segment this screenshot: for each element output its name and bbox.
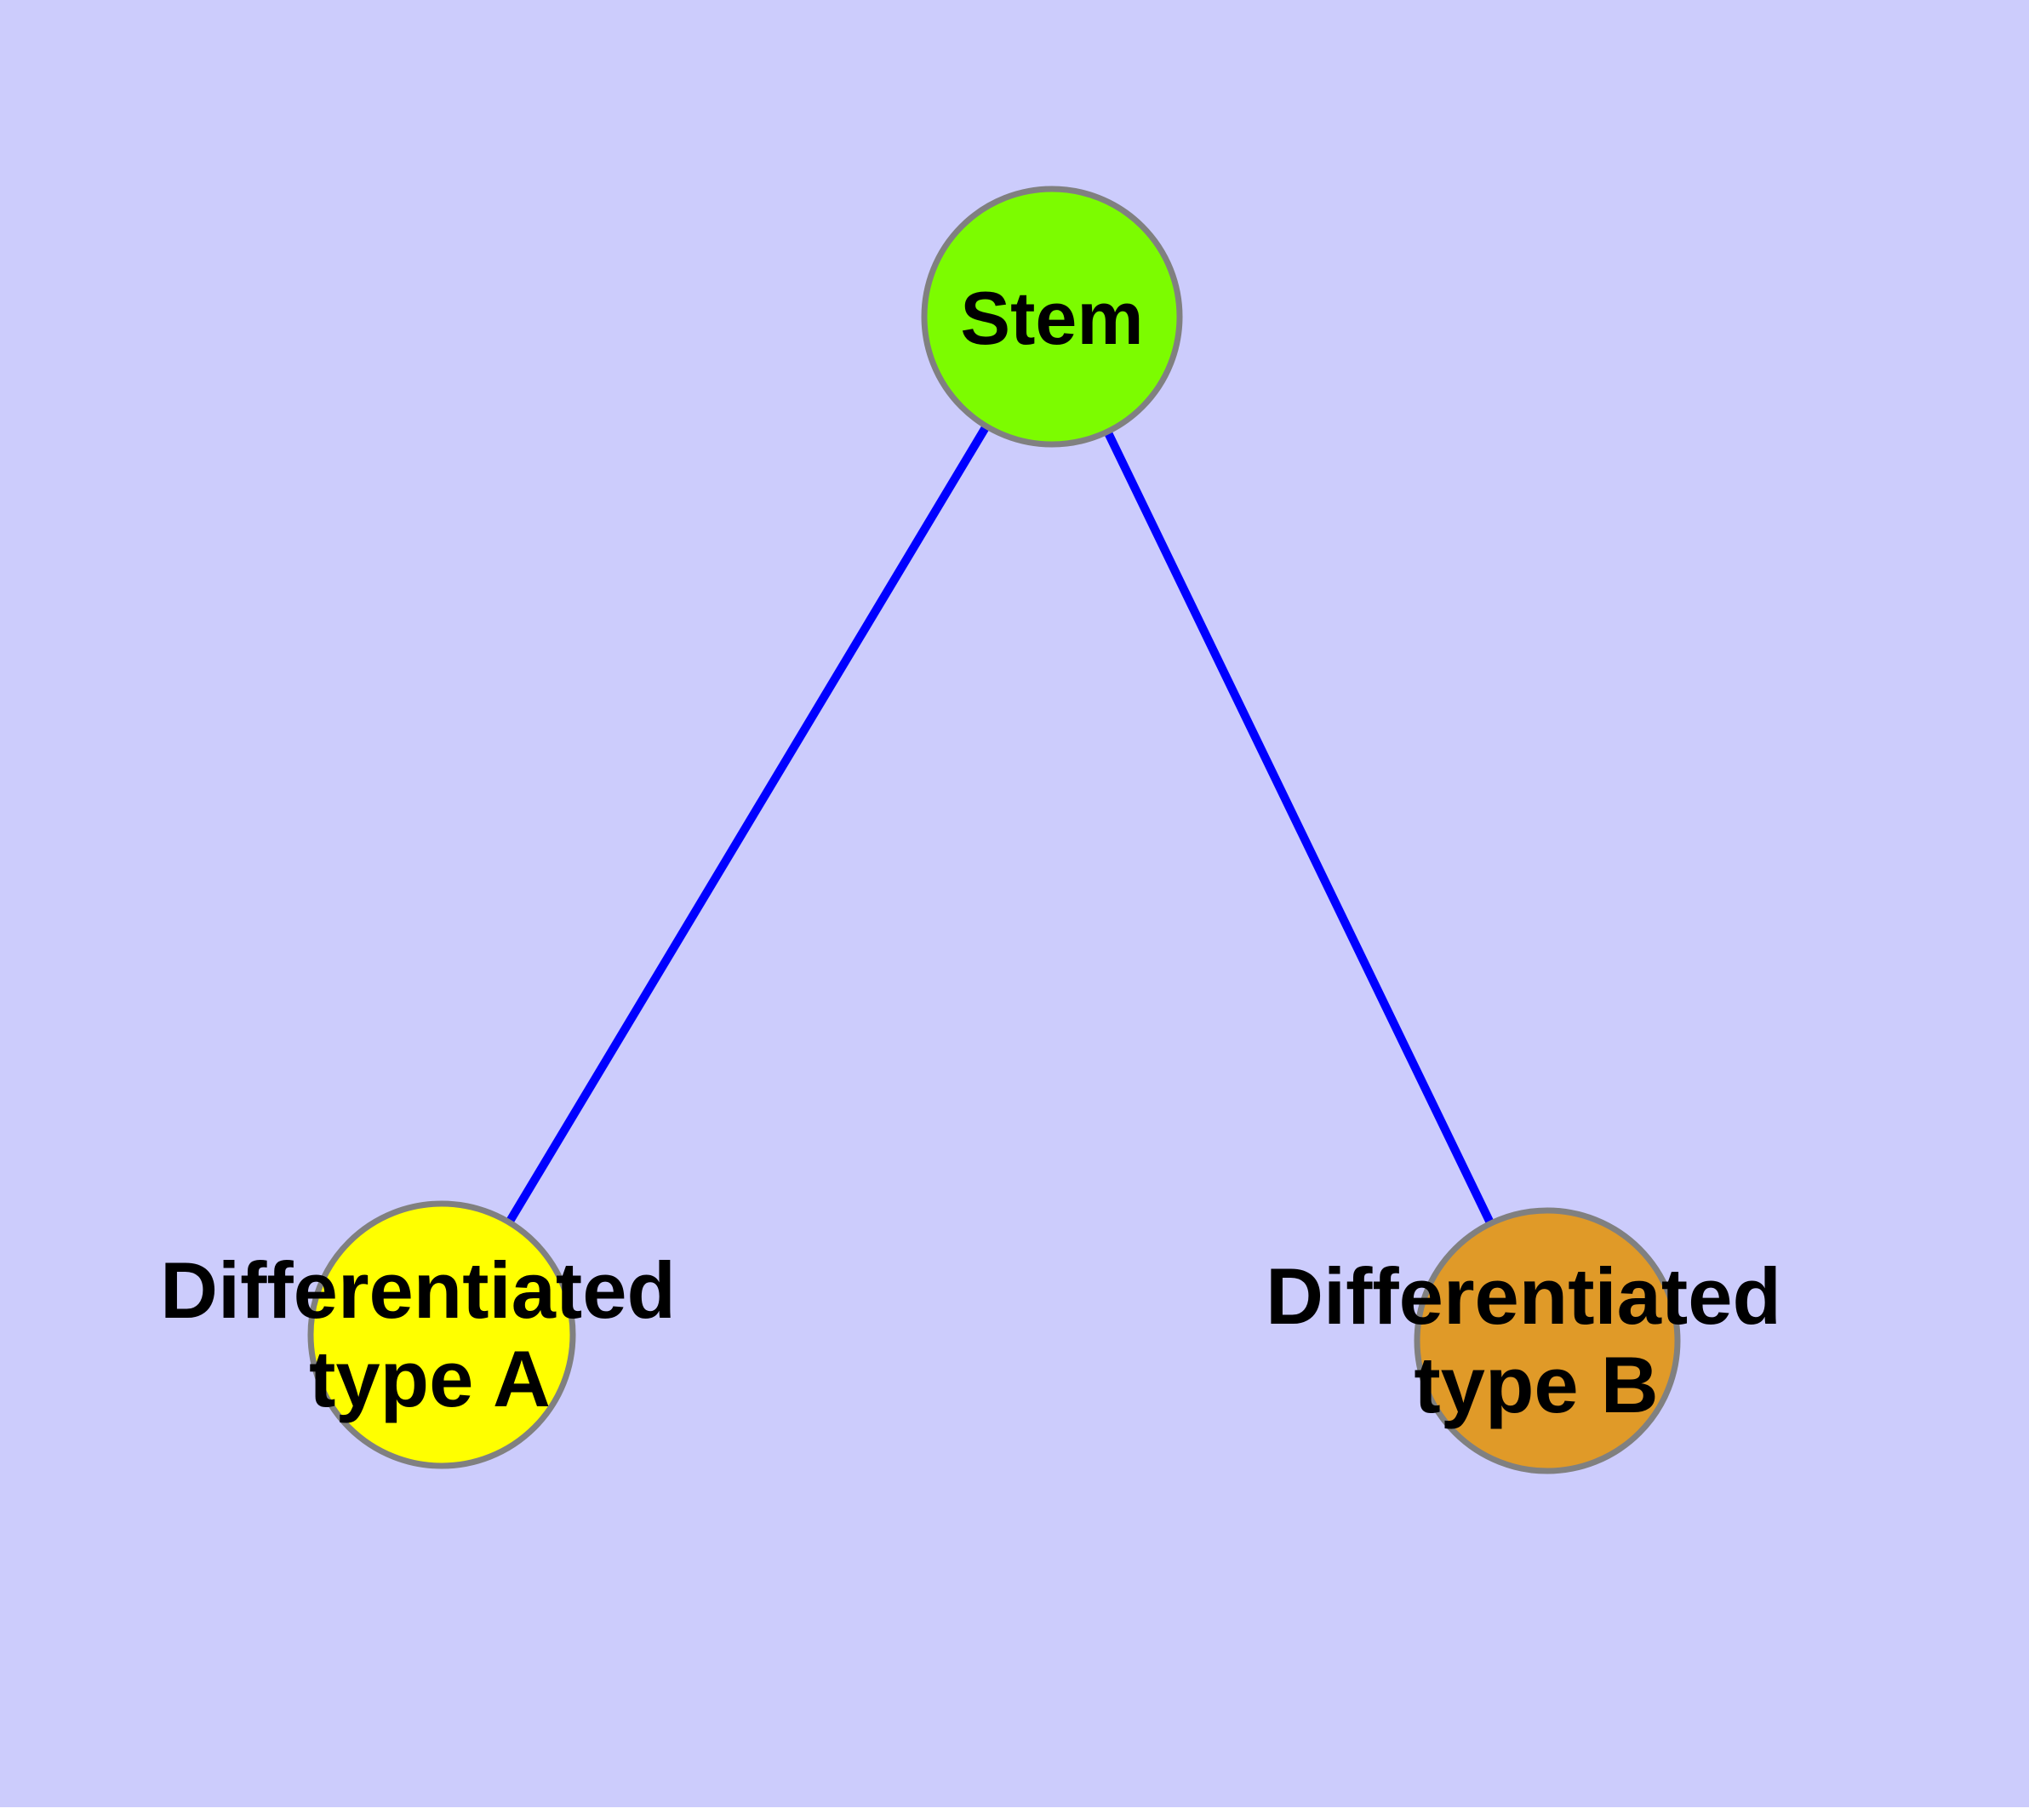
- node-differentiated-type-a-label-line1: Differentiated: [160, 1245, 676, 1335]
- node-differentiated-type-b-label-line1: Differentiated: [1266, 1251, 1781, 1341]
- node-stem-circle[interactable]: [921, 186, 1183, 448]
- label-layer: Stem Differentiated type A Differentiate…: [160, 276, 1781, 1429]
- node-differentiated-type-b-label-line2: type B: [1414, 1340, 1658, 1429]
- node-layer: [307, 186, 1681, 1474]
- node-differentiated-type-a[interactable]: [307, 1200, 576, 1469]
- node-stem[interactable]: [921, 186, 1183, 448]
- edge-stem-to-differentiated-type-a[interactable]: [437, 314, 1056, 1337]
- node-differentiated-type-b-circle[interactable]: [1414, 1207, 1681, 1474]
- edge-stem-to-differentiated-type-b[interactable]: [1048, 314, 1552, 1343]
- node-differentiated-type-a-label-line2: type A: [309, 1334, 551, 1423]
- node-stem-label: Stem: [960, 276, 1143, 360]
- node-differentiated-type-b[interactable]: [1414, 1207, 1681, 1474]
- node-differentiated-type-a-circle[interactable]: [307, 1200, 576, 1469]
- edge-layer: [437, 314, 1552, 1343]
